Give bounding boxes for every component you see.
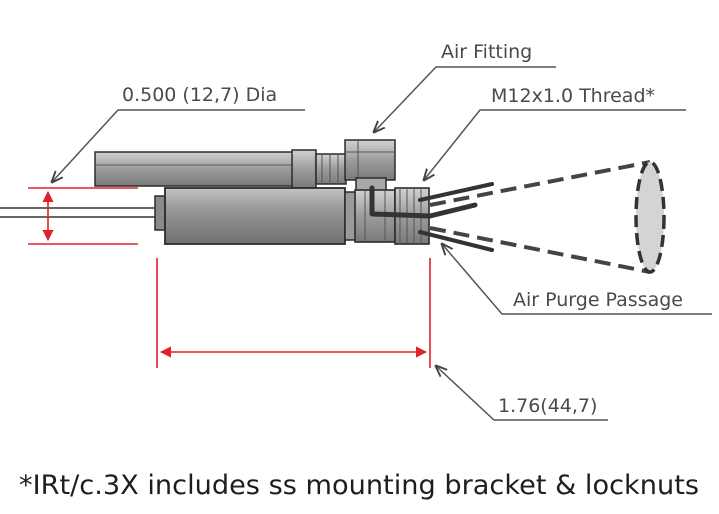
label-thread: M12x1.0 Thread* [491,85,655,107]
length-dimension [156,258,431,368]
diameter-dimension [28,187,138,245]
leader-air-fitting [374,66,556,132]
air-fitting [344,139,396,193]
leader-thread [424,109,686,180]
leader-length [436,366,608,421]
air-purge-path [369,182,494,252]
label-diameter: 0.500 (12,7) Dia [122,84,277,106]
mounting-bracket [94,149,347,189]
label-air-purge: Air Purge Passage [513,289,683,311]
leader-air-purge [442,244,712,315]
label-length: 1.76(44,7) [498,395,597,417]
footnote: *IRt/c.3X includes ss mounting bracket &… [19,470,699,501]
sensor-body [154,187,358,245]
leader-diameter [52,109,305,182]
field-of-view-cone [429,160,666,274]
leader-lines [52,66,712,421]
label-air-fitting: Air Fitting [441,41,532,63]
sensor-cable [0,207,158,218]
